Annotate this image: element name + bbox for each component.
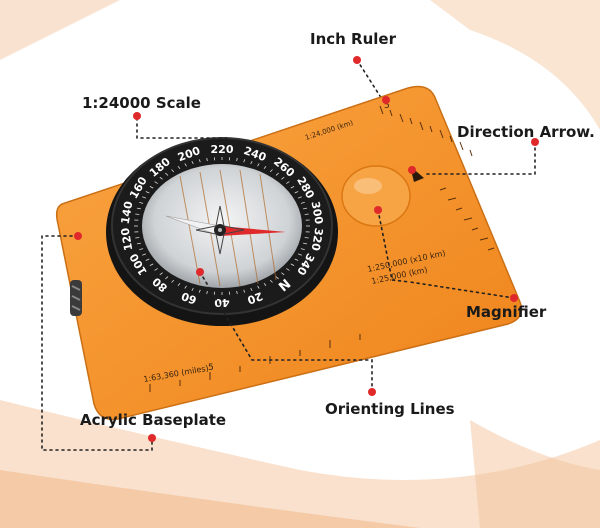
bezel-tick — [297, 253, 302, 256]
scale-24000-label: 1:24000 Scale — [82, 94, 201, 112]
bezel-tick — [275, 172, 279, 176]
bezel-tick — [206, 157, 208, 162]
bezel-tick — [135, 237, 140, 239]
compass-rose-icon — [195, 205, 245, 255]
bottom-ruler-ticks — [149, 334, 361, 392]
bezel-tick — [300, 248, 305, 250]
bezel-tick — [290, 186, 295, 189]
bezel-tick — [281, 176, 285, 180]
bezel-tick — [257, 163, 260, 167]
orienting-lines-label: Orienting Lines — [325, 400, 455, 418]
bezel-number: 300 — [309, 200, 326, 225]
bezel-tick — [177, 282, 181, 287]
bezel-tick — [135, 213, 140, 215]
bezel-number: 320 — [309, 227, 326, 252]
direction-arrow-label: Direction Arrow. — [457, 123, 595, 141]
bezel-tick — [243, 289, 246, 293]
bezel-number: 120 — [119, 227, 136, 252]
magnifier-label: Magnifier — [466, 303, 547, 321]
bezel-tick — [257, 285, 260, 289]
mile-mark-text: 5 — [208, 363, 214, 373]
bezel-tick — [275, 276, 279, 280]
bezel-tick — [297, 196, 302, 199]
bezel-tick — [250, 287, 253, 291]
lanyard-loop — [70, 280, 82, 316]
right-scale-ticks — [439, 187, 495, 251]
bezel-tick — [154, 181, 158, 184]
bezel-tick — [165, 172, 169, 176]
bezel-tick — [149, 186, 154, 189]
bezel-tick — [142, 253, 147, 256]
bezel-tick — [286, 268, 290, 271]
bezel-tick — [184, 285, 187, 289]
bezel-tick — [286, 181, 290, 184]
bezel-tick — [236, 290, 238, 295]
bezel-tick — [136, 242, 141, 245]
bezel-tick — [142, 196, 147, 199]
bezel-tick — [243, 159, 246, 163]
magnifier-lens — [341, 165, 411, 227]
bezel-tick — [191, 287, 194, 291]
bezel-number: 220 — [211, 143, 234, 156]
bezel-tick — [236, 157, 238, 162]
bezel-tick — [136, 207, 141, 210]
bezel-tick — [304, 237, 309, 239]
bezel-tick — [206, 290, 208, 295]
bezel-tick — [177, 165, 181, 170]
leader-lines — [41, 59, 536, 451]
bezel-tick — [171, 279, 175, 283]
acrylic-baseplate-label: Acrylic Baseplate — [80, 411, 227, 429]
bezel-tick — [154, 268, 158, 271]
bezel-tick — [303, 207, 308, 210]
bezel-tick — [294, 191, 299, 194]
bezel-tick — [304, 213, 309, 215]
bezel-tick — [269, 169, 273, 173]
bezel-tick — [149, 263, 154, 266]
bezel-number: 60 — [179, 289, 198, 307]
bezel-tick — [281, 272, 285, 276]
bezel-tick — [198, 159, 201, 163]
bezel-tick — [269, 279, 273, 283]
bezel-tick — [159, 176, 163, 180]
bezel-tick — [139, 248, 144, 250]
bezel-tick — [250, 161, 253, 165]
bezel-tick — [184, 163, 187, 167]
bezel-number: 140 — [119, 200, 136, 225]
bezel-tick — [294, 258, 299, 261]
bezel-tick — [263, 282, 267, 287]
bezel-tick — [263, 165, 267, 170]
bezel-number: 20 — [245, 289, 264, 307]
bezel-tick — [198, 289, 201, 293]
bezel-tick — [191, 161, 194, 165]
bezel-tick — [300, 202, 305, 204]
inch-ruler-ticks — [379, 105, 473, 157]
bezel-tick — [159, 272, 163, 276]
bezel-tick — [165, 276, 169, 280]
bezel-tick — [290, 263, 295, 266]
bezel-tick — [145, 191, 150, 194]
callout-dots — [74, 56, 539, 442]
inch-ruler-label: Inch Ruler — [310, 30, 396, 48]
bezel-tick — [171, 169, 175, 173]
bezel-tick — [145, 258, 150, 261]
bezel-tick — [303, 242, 308, 245]
bezel-tick — [139, 202, 144, 204]
ruler-mark-text: 5 — [384, 101, 390, 111]
bezel-number: 40 — [214, 296, 230, 309]
